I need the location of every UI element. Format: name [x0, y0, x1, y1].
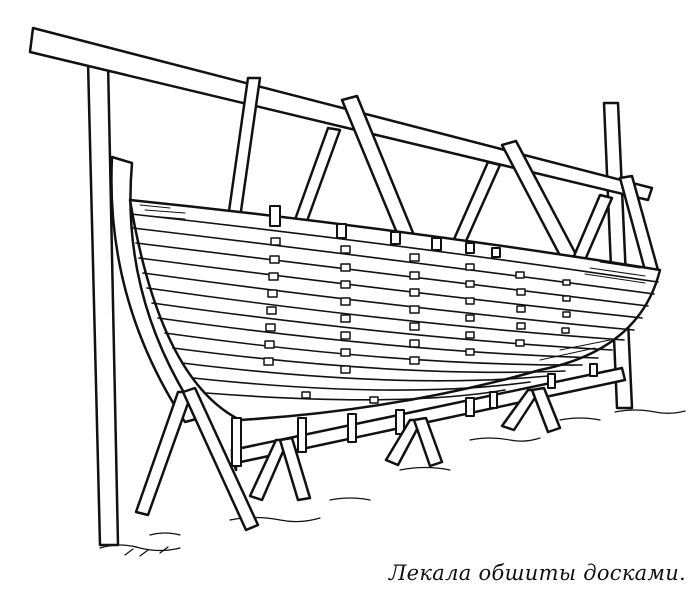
trestle-right [500, 386, 562, 434]
hull [128, 198, 662, 422]
top-beam [28, 26, 654, 202]
figure-caption: Лекала обшиты досками. [388, 561, 686, 585]
frame-fastenings [263, 237, 571, 404]
ground-hatching [99, 409, 686, 557]
upper-braces [226, 76, 660, 276]
trestle-left [134, 386, 260, 532]
trestle-middle [384, 416, 444, 468]
hull-shading [139, 204, 646, 361]
trestle-middle-left [248, 436, 312, 502]
hull-supports [231, 363, 598, 467]
mould-tops [269, 205, 501, 258]
hull-planks [130, 213, 659, 401]
right-post [602, 101, 634, 410]
left-post [86, 60, 120, 547]
boat-drawing [28, 26, 686, 557]
